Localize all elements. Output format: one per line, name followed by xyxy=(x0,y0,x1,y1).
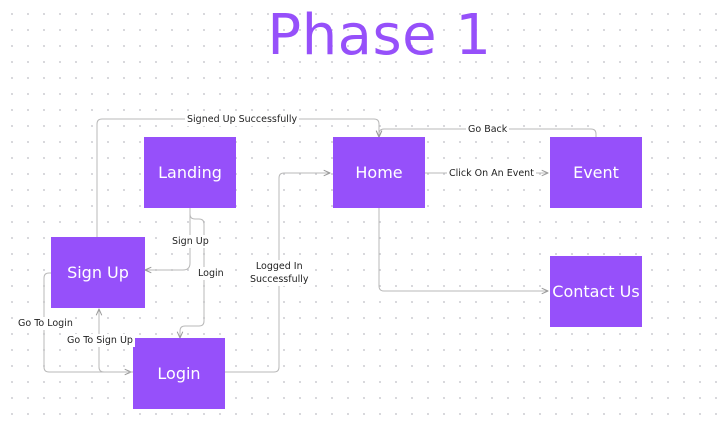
edge-label-logged-in-line2: Successfully xyxy=(250,274,309,285)
diagram-title: Phase 1 xyxy=(0,4,717,68)
edge-landing-to-signup xyxy=(145,208,191,270)
edge-label-go-to-login: Go To Login xyxy=(16,317,75,330)
edge-label-logged-in-line1: Logged In xyxy=(255,261,303,272)
node-sign-up[interactable]: Sign Up xyxy=(51,237,145,308)
node-home[interactable]: Home xyxy=(333,137,425,208)
node-login[interactable]: Login xyxy=(133,338,225,409)
edge-label-click-on-an-event: Click On An Event xyxy=(447,167,536,180)
edge-label-go-to-sign-up: Go To Sign Up xyxy=(65,334,135,347)
edge-label-go-back: Go Back xyxy=(466,123,510,136)
node-contact-us[interactable]: Contact Us xyxy=(550,256,642,327)
edge-home-to-contact xyxy=(378,208,548,291)
edge-label-login: Login xyxy=(196,267,226,280)
diagram-title-text: Phase 1 xyxy=(267,3,492,68)
edge-login-to-signup xyxy=(99,309,133,373)
edge-label-logged-in-successfully: Logged In Successfully xyxy=(248,260,311,286)
edge-label-sign-up: Sign Up xyxy=(170,235,211,248)
node-event[interactable]: Event xyxy=(550,137,642,208)
node-landing[interactable]: Landing xyxy=(144,137,236,208)
edge-label-signed-up-successfully: Signed Up Successfully xyxy=(185,113,300,126)
